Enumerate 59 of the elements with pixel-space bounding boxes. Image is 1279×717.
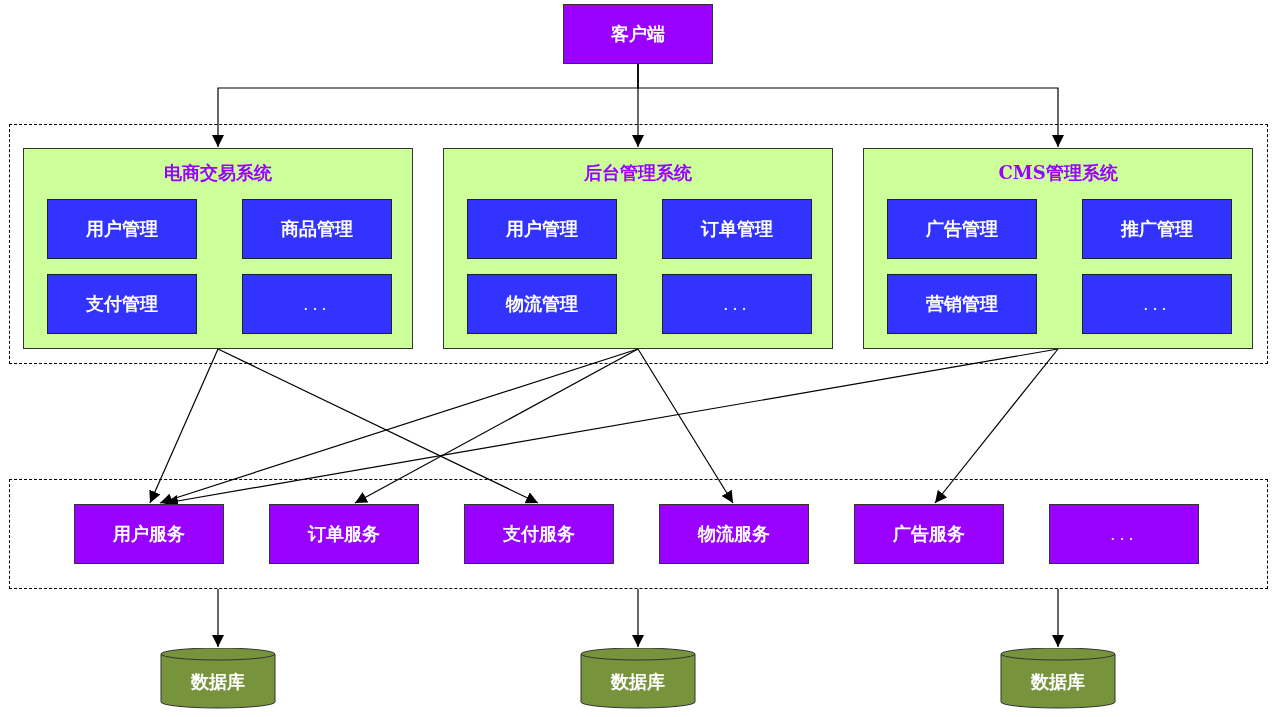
arrow	[149, 348, 219, 504]
service-box	[74, 504, 224, 564]
module-box	[662, 199, 812, 259]
system-panel	[863, 148, 1253, 349]
service-box	[1049, 504, 1199, 564]
arrow	[637, 63, 1064, 148]
system-panel	[23, 148, 413, 349]
box-label: 订单服务	[308, 522, 380, 546]
system-panel	[443, 148, 833, 349]
box-label: ...	[303, 294, 331, 314]
module-box	[467, 274, 617, 334]
dashed-group-frame	[9, 479, 1268, 589]
box-label: ...	[1110, 524, 1138, 544]
module-box	[467, 199, 617, 259]
box-label: 数据库	[611, 669, 665, 694]
module-box	[887, 199, 1037, 259]
box-label: 用户管理	[86, 217, 158, 241]
service-box	[659, 504, 809, 564]
box-label: 客户端	[611, 22, 665, 46]
box-label: 数据库	[191, 669, 245, 694]
box-label: 订单管理	[701, 217, 773, 241]
box-label: 用户服务	[113, 522, 185, 546]
box-label: 物流服务	[698, 522, 770, 546]
module-box	[47, 199, 197, 259]
arrow	[632, 588, 644, 648]
dashed-group-frame	[9, 124, 1268, 364]
module-box	[887, 274, 1037, 334]
arrow	[354, 348, 639, 504]
box-label: 用户管理	[506, 217, 578, 241]
panel-title: 电商交易系统	[164, 161, 272, 185]
arrow	[1052, 588, 1064, 648]
box-label: 广告管理	[926, 217, 998, 241]
box-label: 物流管理	[506, 292, 578, 316]
box-label: 营销管理	[926, 292, 998, 316]
arrow	[637, 348, 734, 504]
service-box	[464, 504, 614, 564]
box-label: 广告服务	[893, 522, 965, 546]
module-box	[1082, 199, 1232, 259]
module-box	[662, 274, 812, 334]
arrow	[159, 348, 639, 506]
module-box	[1082, 274, 1232, 334]
arrow	[217, 348, 539, 504]
box-label: 支付服务	[503, 522, 575, 546]
arrow	[212, 588, 224, 648]
module-box	[242, 274, 392, 334]
box-label: 支付管理	[86, 292, 158, 316]
client-box	[563, 4, 713, 64]
box-label: ...	[723, 294, 751, 314]
module-box	[242, 199, 392, 259]
box-label: 数据库	[1031, 669, 1085, 694]
panel-title: CMS管理系统	[998, 161, 1118, 185]
module-box	[47, 274, 197, 334]
box-label: 商品管理	[281, 217, 353, 241]
arrow	[934, 348, 1059, 504]
service-box	[854, 504, 1004, 564]
service-box	[269, 504, 419, 564]
panel-title: 后台管理系统	[584, 161, 692, 185]
box-label: ...	[1143, 294, 1171, 314]
box-label: 推广管理	[1121, 217, 1193, 241]
